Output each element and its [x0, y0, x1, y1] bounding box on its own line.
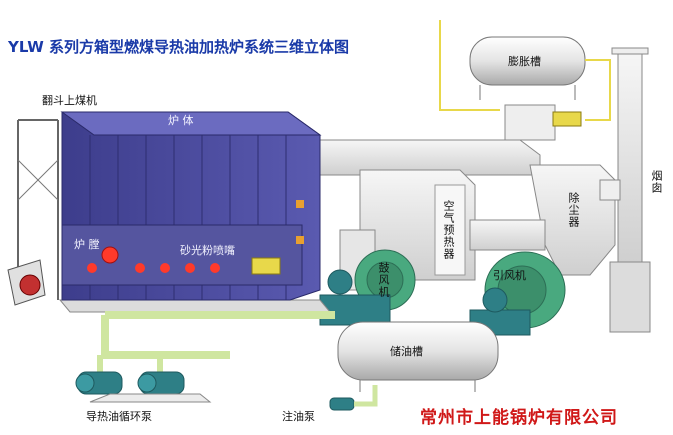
expansion-tank-label: 膨胀槽: [508, 55, 541, 68]
furnace-body-label: 炉 体: [168, 114, 194, 127]
oil-filling-pump: [329, 385, 378, 411]
furnace: [60, 111, 322, 301]
induced-fan-label: 引风机: [493, 269, 526, 282]
flip-bucket-feeder: [7, 119, 59, 306]
page-title: YLW 系列方箱型燃煤导热油加热炉系统三维立体图: [8, 38, 350, 56]
dust-collector-label: 除尘器: [567, 192, 580, 228]
furnace-chamber-label: 炉 膛: [74, 238, 100, 251]
company-name: 常州市上能锅炉有限公司: [420, 408, 618, 428]
circulation-pumps: [75, 371, 212, 403]
oil-pipes: [97, 311, 335, 380]
chimney-label: 烟囱: [650, 170, 663, 194]
sand-nozzle-label: 砂光粉喷嘴: [180, 244, 235, 257]
oil-filling-pump-label: 注油泵: [282, 410, 315, 423]
connecting-duct: [469, 219, 546, 251]
flue-duct: [289, 104, 556, 176]
expansion-tank: [439, 20, 611, 127]
blower-label: 鼓风机: [377, 262, 390, 298]
dust-collector: [529, 164, 621, 276]
flip-bucket-label: 翻斗上煤机: [42, 94, 97, 107]
circulation-pump-label: 导热油循环泵: [86, 410, 152, 423]
air-preheater-label: 空气预热器: [442, 200, 455, 260]
oil-storage-tank: [337, 321, 499, 392]
base-platform: [58, 299, 332, 313]
induced-fan: [469, 251, 566, 336]
chimney: [609, 47, 651, 333]
oil-tank-label: 储油槽: [390, 345, 423, 358]
blower-fan: [319, 249, 416, 326]
